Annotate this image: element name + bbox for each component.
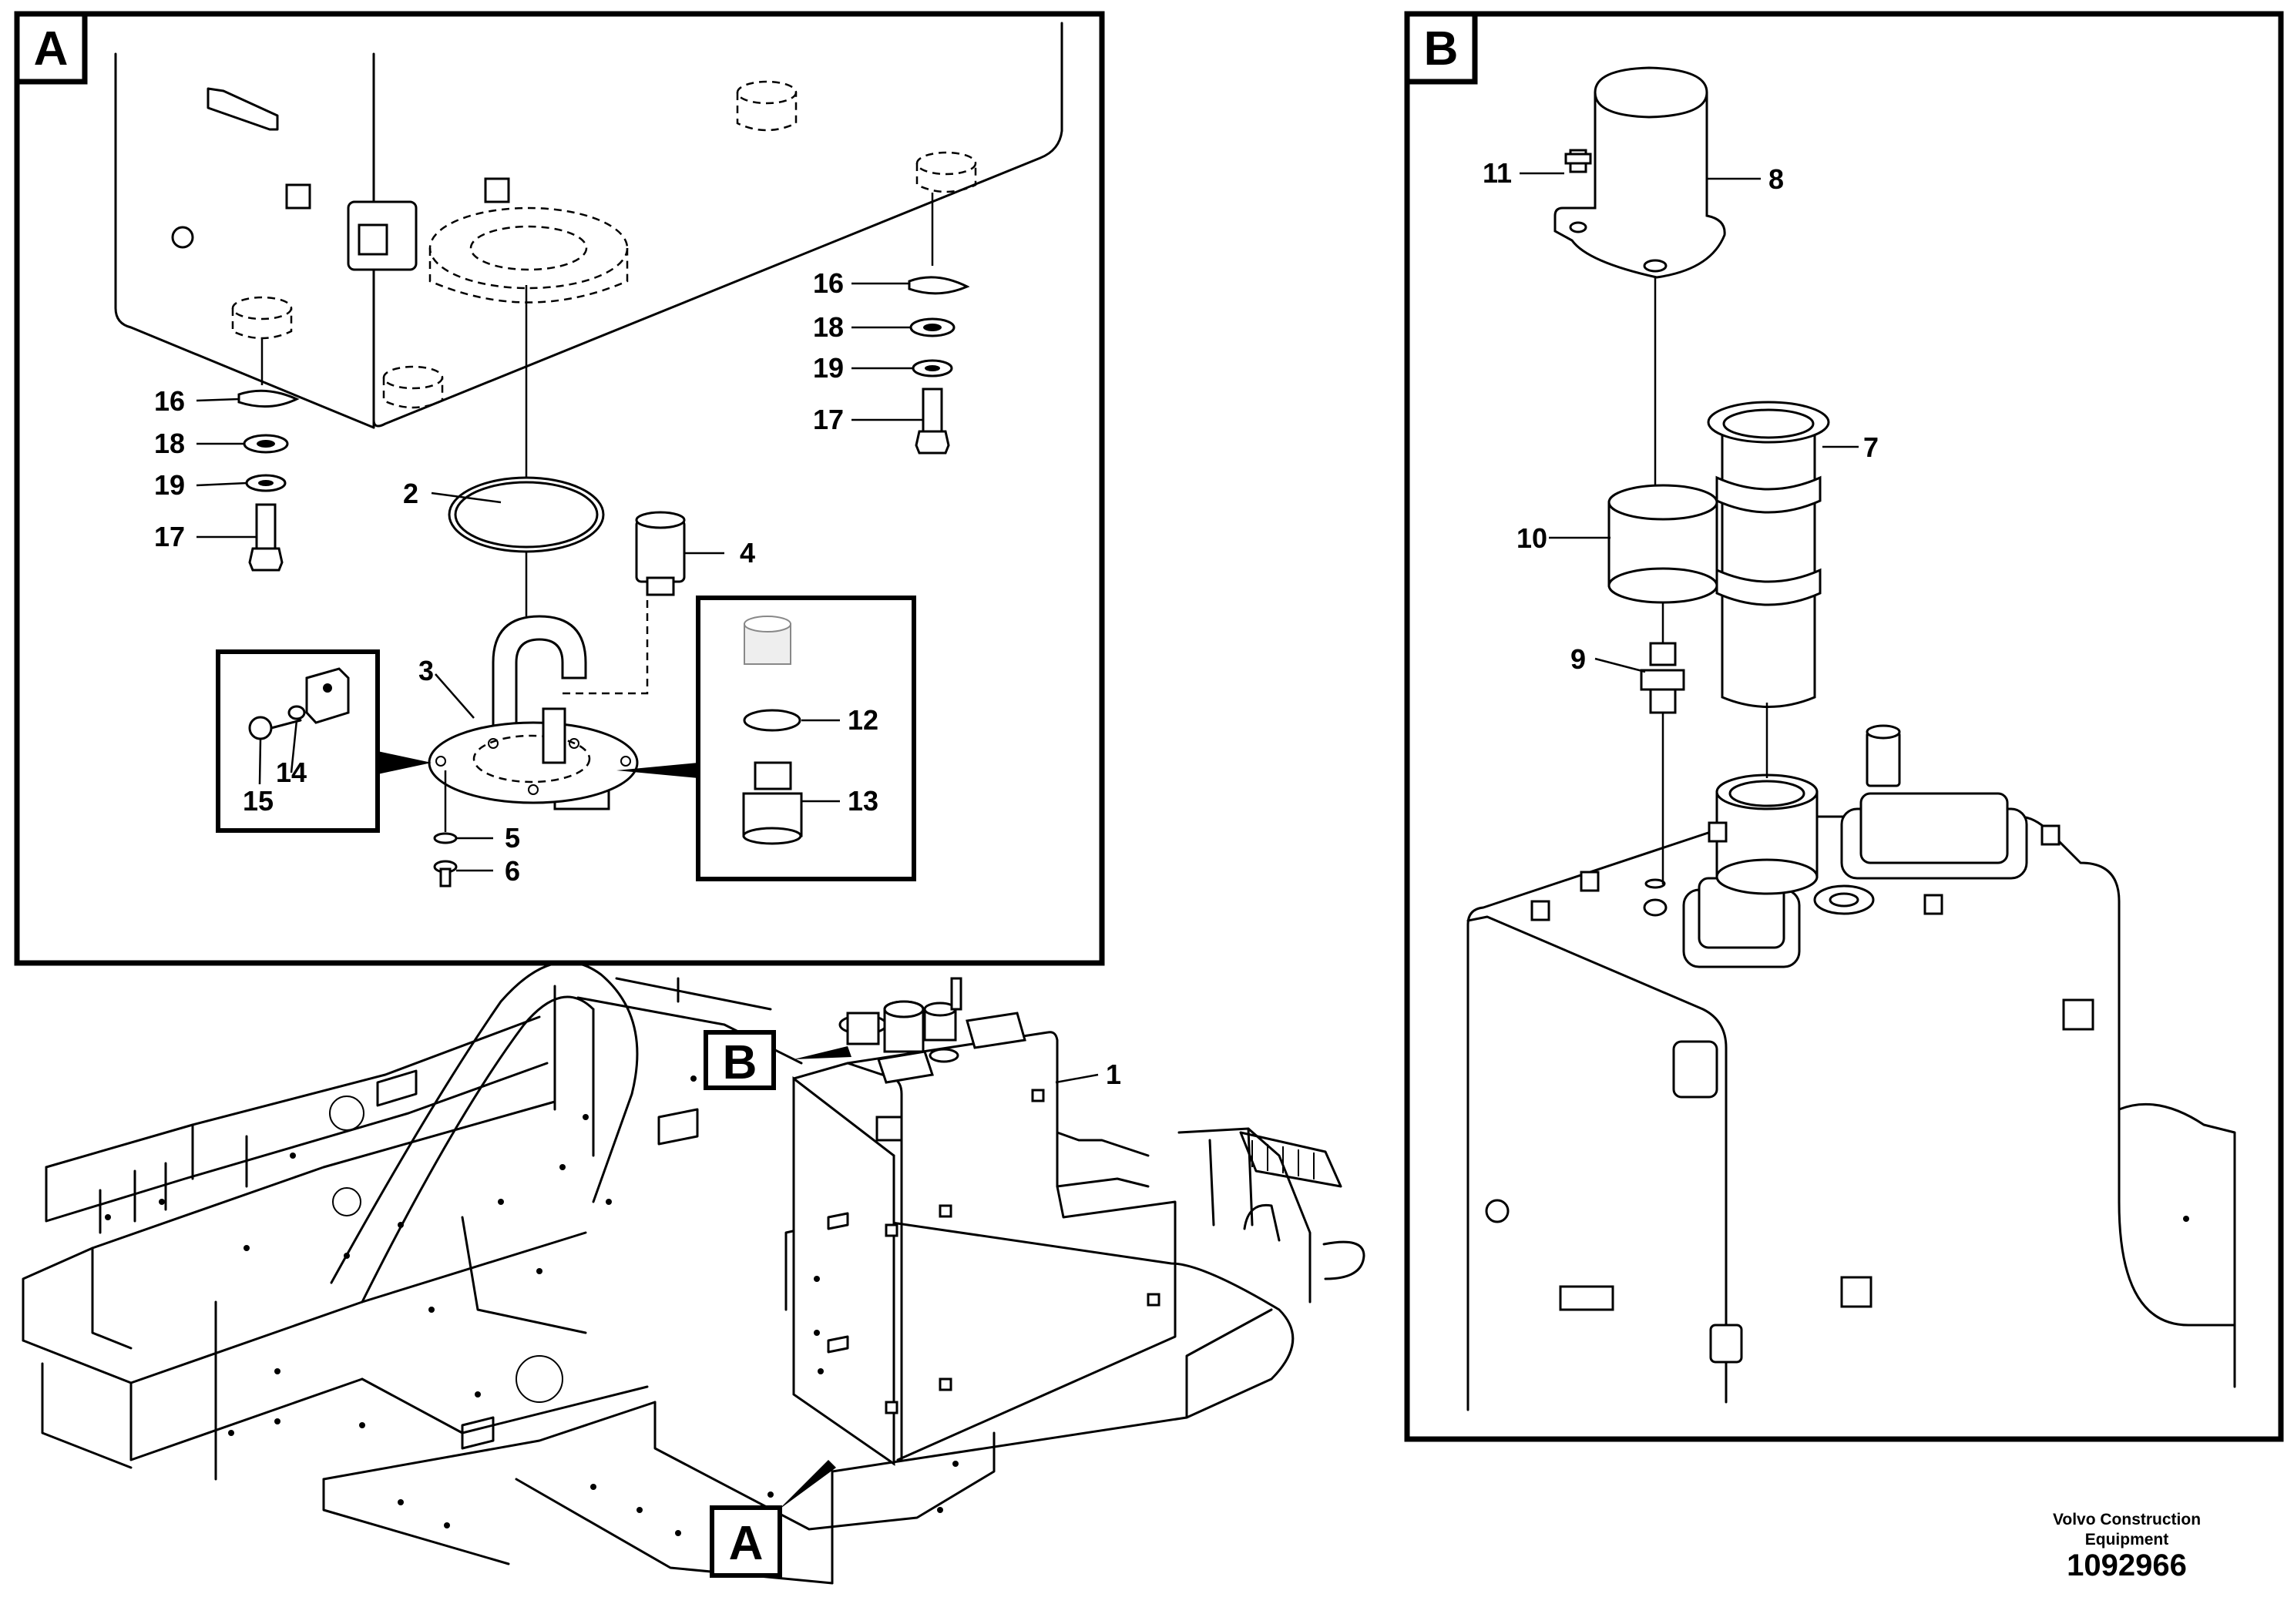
callout-6: 6 xyxy=(505,855,520,887)
callout-8: 8 xyxy=(1768,163,1784,195)
overview-marker-a-label: A xyxy=(729,1517,764,1570)
callout-18-right: 18 xyxy=(813,311,844,343)
o-ring-part-2 xyxy=(448,476,605,553)
detail-a-label-box xyxy=(14,11,88,85)
fitting-part-9 xyxy=(1640,642,1685,884)
callout-16-right: 16 xyxy=(813,267,844,299)
detail-b-label: B xyxy=(1424,22,1459,75)
detail-a-panel: A xyxy=(14,11,1105,966)
callout-19-left: 19 xyxy=(154,469,185,501)
right-fastener-stack xyxy=(908,193,970,455)
callout-9: 9 xyxy=(1570,643,1586,675)
leader-part-1 xyxy=(1055,1073,1099,1084)
callout-16-left: 16 xyxy=(154,385,185,417)
callout-7: 7 xyxy=(1863,431,1879,463)
suction-plate-part-3 xyxy=(428,552,649,810)
inset-detail-right xyxy=(616,596,916,881)
frame-bolts xyxy=(105,1075,959,1552)
callout-1: 1 xyxy=(1106,1059,1121,1090)
detail-b-frame xyxy=(1404,11,2284,1442)
hydraulic-tank-top xyxy=(1466,815,2236,1411)
detail-b-label-box xyxy=(1404,11,1478,85)
detail-a-leaders xyxy=(196,282,923,872)
detail-a-label: A xyxy=(34,22,69,75)
hydraulic-tank-part-1 xyxy=(792,977,1177,1466)
footer-brand-line-1: Volvo Construction xyxy=(2052,1511,2202,1528)
callout-4: 4 xyxy=(740,537,755,569)
inset-detail-left xyxy=(216,649,432,833)
callout-11: 11 xyxy=(1483,157,1512,189)
callout-14: 14 xyxy=(276,757,307,788)
filter-element-part-10 xyxy=(1607,484,1718,643)
callout-15: 15 xyxy=(243,785,274,817)
footer-brand: Volvo Construction Equipment xyxy=(2034,1510,2219,1550)
bolt-part-6 xyxy=(433,770,458,887)
overview-marker-a: A xyxy=(710,1460,836,1578)
overview-marker-b: B xyxy=(704,1030,851,1090)
drawing-number: 1092966 xyxy=(2067,1549,2187,1582)
callout-17-right: 17 xyxy=(813,404,844,435)
callout-19-right: 19 xyxy=(813,352,844,384)
tank-handle xyxy=(207,87,279,131)
tank-top-fittings xyxy=(1530,724,2061,968)
machine-frame-overview: 1 B A xyxy=(22,961,1365,1585)
callout-2: 2 xyxy=(403,478,418,509)
detail-b-leaders xyxy=(1520,172,1859,673)
callout-13: 13 xyxy=(848,785,878,817)
tank-underside xyxy=(114,22,1063,429)
callout-5: 5 xyxy=(505,822,520,854)
left-fastener-stack xyxy=(237,339,300,572)
detail-b-panel: B xyxy=(1404,11,2284,1442)
callout-10: 10 xyxy=(1516,522,1547,554)
filler-strainer-part-7 xyxy=(1707,401,1830,778)
footer-brand-line-2: Equipment xyxy=(2084,1531,2169,1549)
callout-12: 12 xyxy=(848,704,878,736)
callout-17-left: 17 xyxy=(154,521,185,552)
overview-marker-b-label: B xyxy=(723,1036,757,1089)
dashed-mounts xyxy=(231,80,977,409)
callout-18-left: 18 xyxy=(154,428,185,459)
sensor-part-4 xyxy=(635,511,686,596)
breather-cap-part-8 xyxy=(1553,66,1726,485)
callout-3: 3 xyxy=(418,655,434,686)
